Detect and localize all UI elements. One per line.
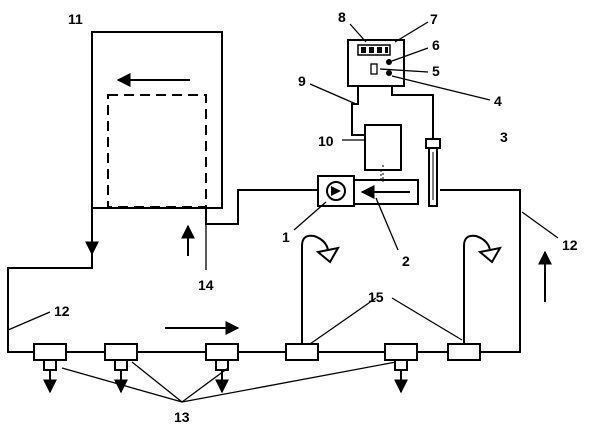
heater-2	[353, 170, 419, 205]
indicator-6	[386, 59, 392, 65]
label-5: 5	[432, 63, 440, 79]
label-12-right: 12	[562, 237, 578, 253]
leader-9	[309, 83, 357, 105]
label-11: 11	[68, 11, 83, 27]
indicator-4	[386, 70, 392, 76]
shower-15a	[285, 234, 340, 361]
label-13: 13	[174, 409, 190, 425]
valve-13a	[33, 343, 67, 394]
leader-15a	[309, 297, 377, 345]
leader-1	[293, 201, 327, 231]
display-panel	[357, 44, 391, 56]
label-6: 6	[432, 37, 440, 53]
leader-4	[391, 75, 491, 101]
label-1: 1	[282, 229, 290, 245]
tank-11	[91, 31, 223, 209]
leader-12a	[521, 211, 559, 239]
label-3: 3	[500, 129, 508, 145]
wire-9	[351, 86, 365, 136]
leader-13a	[61, 367, 183, 403]
leader-5	[379, 68, 429, 73]
label-12-left: 12	[54, 303, 70, 319]
label-15: 15	[368, 289, 384, 305]
sensor-wire	[391, 86, 434, 139]
valve-13b	[104, 343, 138, 394]
leader-7	[394, 21, 429, 43]
leader-13d	[181, 361, 397, 403]
label-9: 9	[298, 73, 306, 89]
label-7: 7	[430, 11, 438, 27]
leader-8	[349, 23, 367, 43]
label-2: 2	[402, 253, 410, 269]
label-4: 4	[494, 93, 502, 109]
label-10: 10	[318, 133, 334, 149]
controller-8	[347, 39, 405, 87]
leader-13c	[181, 367, 229, 403]
leader-13b	[131, 361, 183, 403]
motor-10	[364, 124, 402, 171]
shower-15b	[447, 234, 502, 361]
tank-outlet-pipe	[7, 189, 521, 353]
pump-1	[317, 175, 355, 207]
switch-5	[370, 63, 378, 75]
label-8: 8	[338, 9, 346, 25]
leader-2	[375, 197, 399, 251]
leader-6	[391, 47, 429, 62]
label-14: 14	[198, 277, 214, 293]
valve-13c	[205, 343, 239, 394]
leader-12b	[7, 311, 51, 331]
temperature-sensor	[425, 138, 441, 207]
valve-13d	[384, 343, 418, 394]
tank-inner-coil	[107, 94, 207, 208]
leader-15b	[391, 297, 463, 341]
